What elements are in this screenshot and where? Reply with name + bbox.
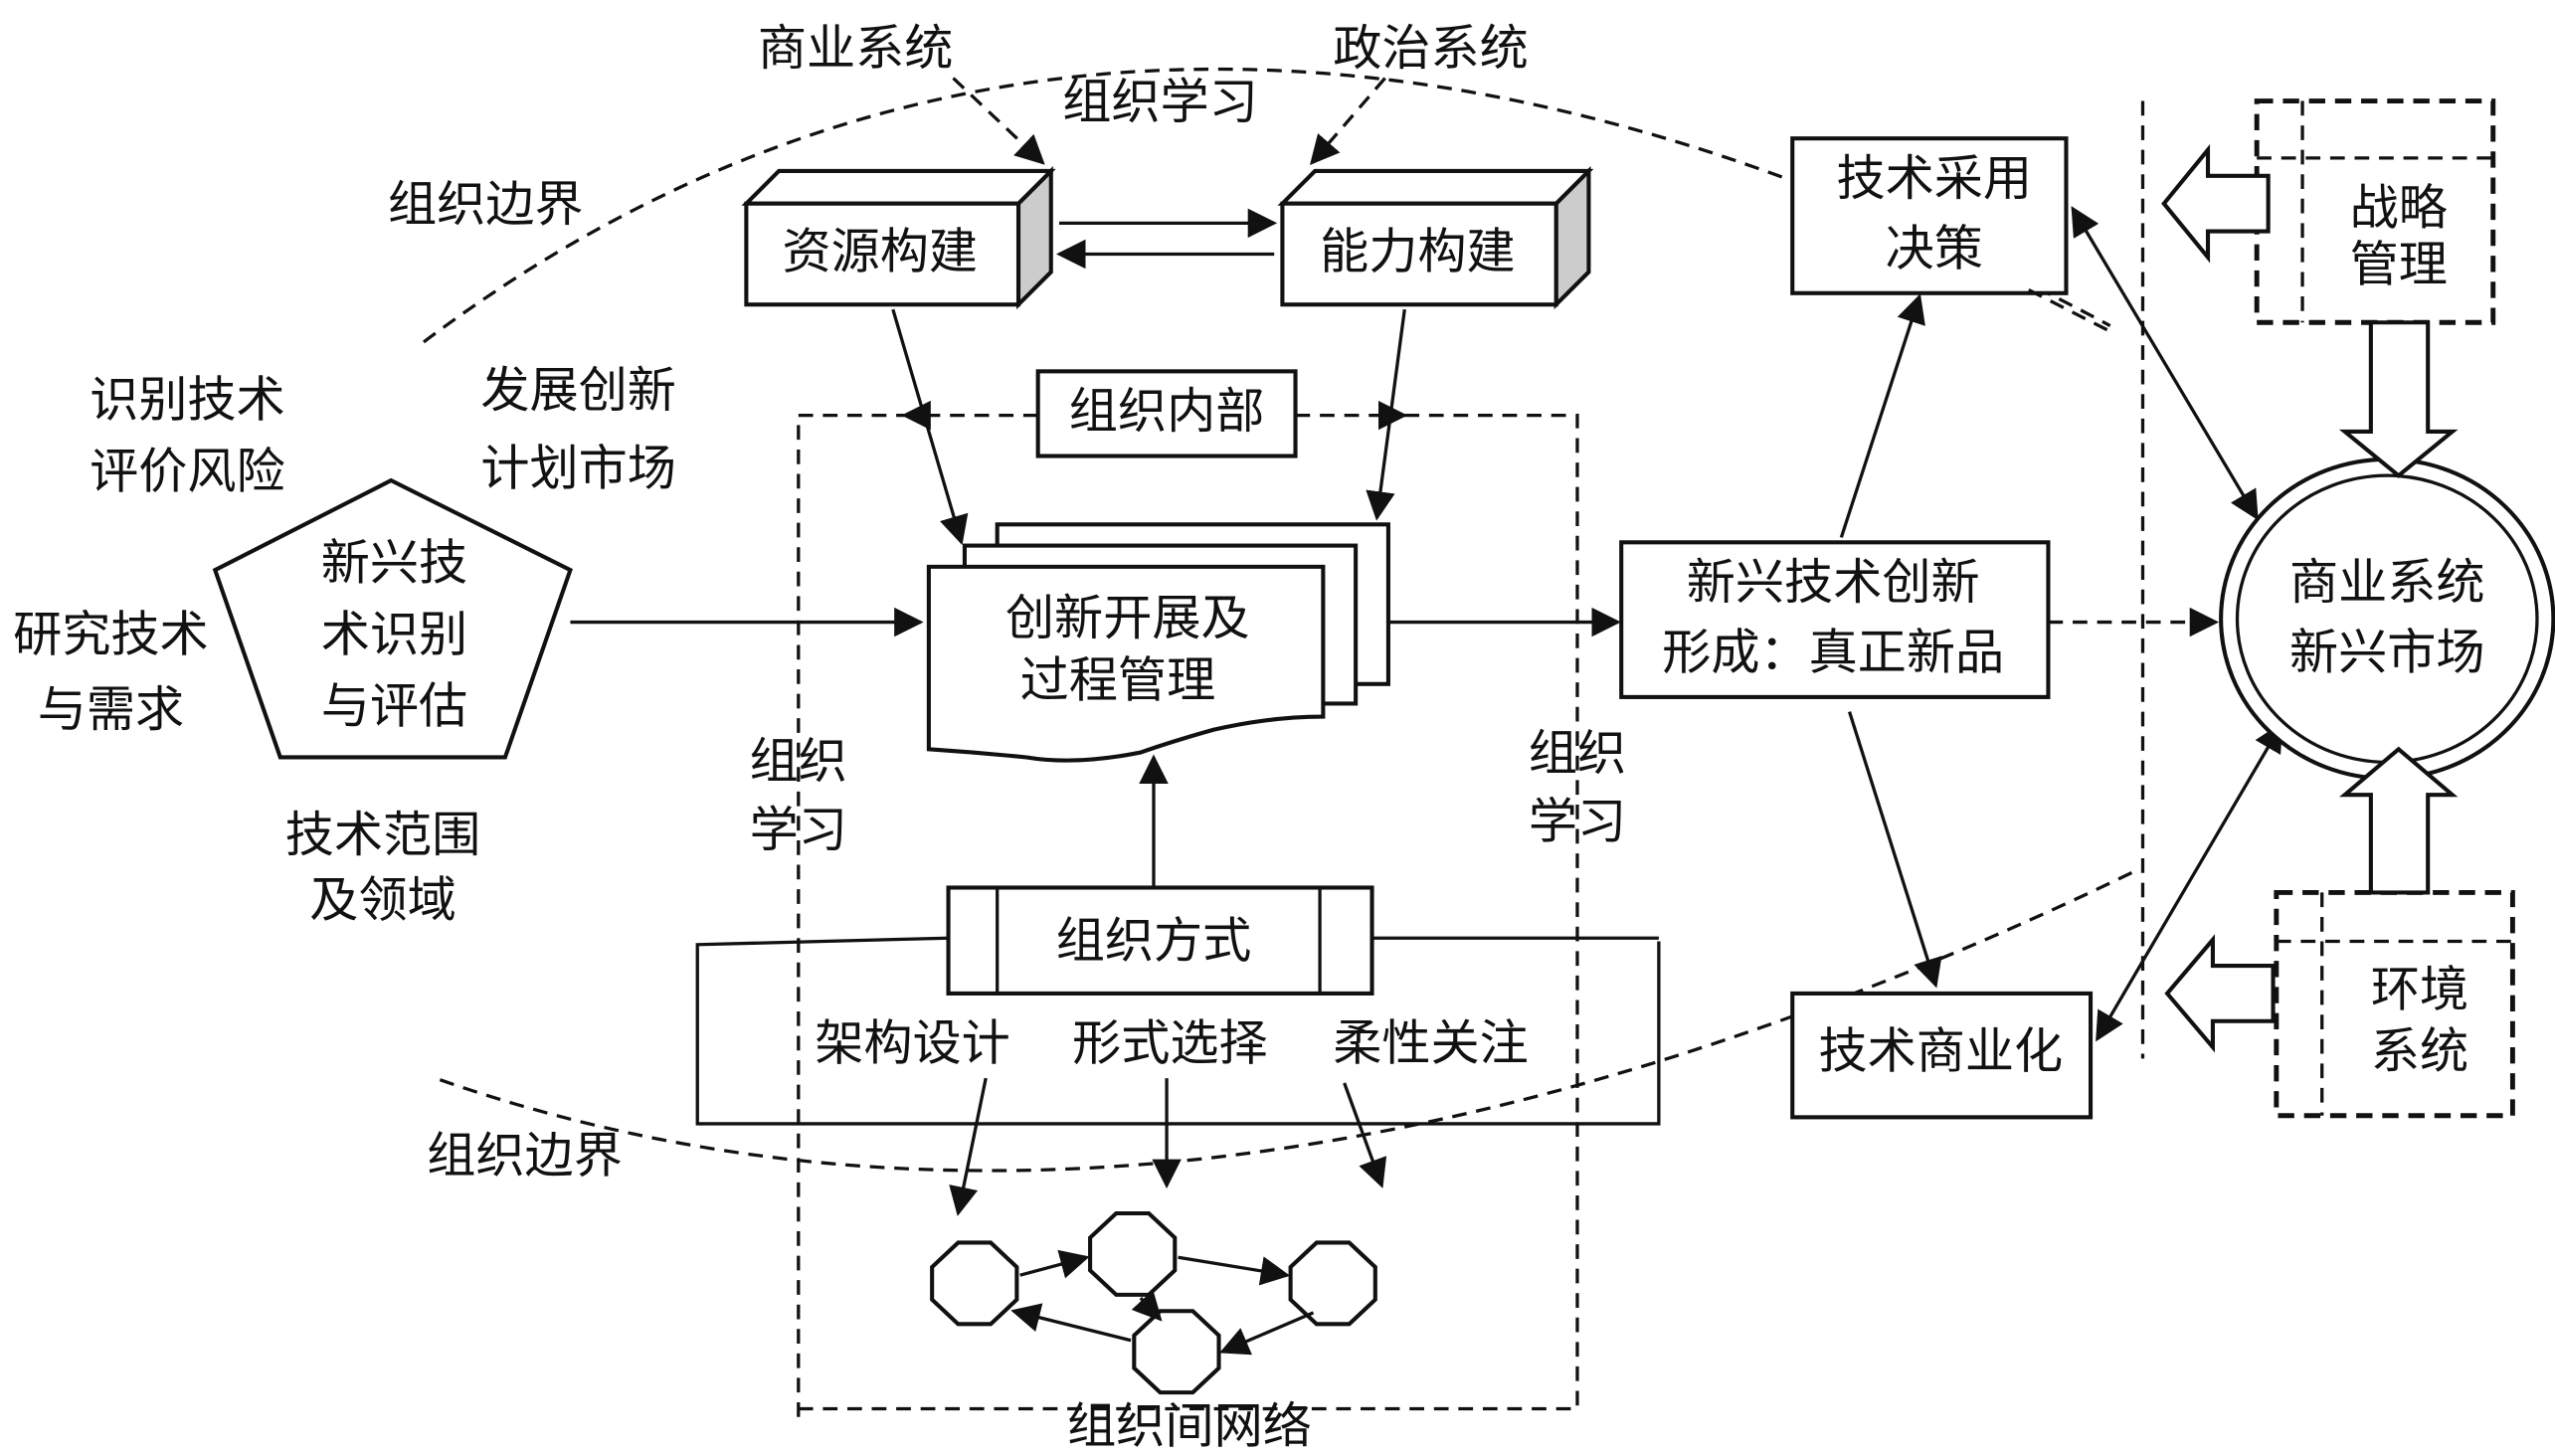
org-mode-bracket — [695, 936, 1661, 1126]
org-learning-top-label: 组织学习 — [1062, 73, 1258, 130]
market-label-1: 商业系统 — [2289, 553, 2485, 611]
commercialization-label: 技术商业化 — [1818, 1022, 2063, 1080]
emerging-innovation-label-2: 形成：真正新品 — [1662, 623, 2004, 680]
org-internal-box — [1035, 369, 1298, 458]
dashed-connector — [2028, 288, 2116, 336]
arrow — [1366, 308, 1406, 521]
arrow — [1343, 1082, 1387, 1188]
inter-org-network-label: 组织间网络 — [1067, 1396, 1312, 1454]
org-learning-left-1: 组织 — [750, 732, 847, 790]
strategic-label-1: 战略 — [2350, 178, 2448, 236]
strategic-label-2: 管理 — [2350, 236, 2448, 293]
org-learning-right-1: 组织 — [1529, 724, 1626, 782]
pentagon-label-1: 新兴技 — [321, 533, 467, 591]
and-domain-label: 及领域 — [309, 870, 456, 928]
environment-label-2: 系统 — [2371, 1022, 2468, 1080]
tech-scope-label: 技术范围 — [285, 806, 481, 863]
adoption-decision-label-1: 技术采用 — [1836, 149, 2032, 207]
block-arrow-down — [2338, 320, 2459, 478]
pentagon-label-3: 与评估 — [321, 676, 467, 734]
emerging-innovation-box — [1619, 540, 2051, 699]
flexibility-focus-label: 柔性关注 — [1333, 1013, 1529, 1071]
org-boundary-top-label: 组织边界 — [388, 175, 584, 233]
resource-building-label: 资源构建 — [782, 223, 978, 280]
org-mode-box: 组织方式 — [946, 885, 1374, 996]
adoption-decision-label-2: 决策 — [1886, 219, 1983, 276]
resource-building-box: 资源构建 — [741, 166, 1056, 310]
capability-building-label: 能力构建 — [1320, 223, 1516, 280]
and-demand-label: 与需求 — [38, 680, 184, 738]
develop-innovation-label: 发展创新 — [480, 361, 676, 419]
political-system-label: 政治系统 — [1333, 19, 1529, 77]
form-selection-label: 形式选择 — [1072, 1013, 1268, 1071]
arrow — [891, 308, 969, 546]
arrow — [2096, 722, 2283, 1042]
block-arrow-left-top — [2161, 143, 2271, 264]
innovation-process-label-1: 创新开展及 — [1005, 589, 1250, 646]
evaluate-risk-label: 评价风险 — [90, 443, 285, 500]
org-mode-label: 组织方式 — [1056, 911, 1252, 969]
plan-market-label: 计划市场 — [480, 439, 676, 496]
market-circle: 商业系统 新兴市场 — [2219, 456, 2555, 781]
tech-identification-pentagon — [212, 477, 573, 760]
emerging-innovation-label-1: 新兴技术创新 — [1687, 553, 1980, 611]
block-arrow-up — [2339, 746, 2459, 895]
arrow — [2071, 206, 2259, 521]
block-arrow-left-bottom — [2164, 934, 2276, 1053]
capability-building-box: 能力构建 — [1277, 166, 1594, 310]
inter-org-network — [930, 1210, 1377, 1395]
org-internal-region — [797, 413, 1579, 1417]
org-internal-label: 组织内部 — [1069, 382, 1265, 440]
pentagon-label-2: 术识别 — [321, 605, 467, 662]
network-node — [930, 1240, 1019, 1327]
network-node — [1088, 1210, 1178, 1297]
strategic-management-box: 战略 管理 — [2254, 98, 2496, 325]
org-learning-right-2: 学习 — [1529, 793, 1626, 850]
network-node — [1288, 1240, 1377, 1327]
arrow — [952, 77, 1045, 165]
arrow — [949, 1077, 988, 1216]
network-node — [1132, 1309, 1221, 1395]
business-system-label: 商业系统 — [758, 19, 954, 77]
market-label-2: 新兴市场 — [2289, 623, 2485, 680]
org-learning-left-2: 学习 — [750, 801, 847, 858]
arrow — [1309, 77, 1386, 165]
environment-label-1: 环境 — [2371, 960, 2468, 1017]
research-tech-label: 研究技术 — [13, 605, 209, 662]
innovation-process-label-2: 过程管理 — [1020, 650, 1216, 708]
arrow — [1839, 293, 1925, 538]
adoption-decision-box — [1790, 136, 2069, 295]
innovation-process-document: 创新开展及 过程管理 — [926, 522, 1390, 763]
arrow — [1848, 711, 1942, 989]
environment-system-box: 环境 系统 — [2274, 889, 2515, 1119]
commercialization-box — [1790, 991, 2094, 1120]
identify-tech-label: 识别技术 — [90, 371, 285, 429]
architecture-design-label: 架构设计 — [815, 1013, 1010, 1071]
org-boundary-bottom-label: 组织边界 — [427, 1126, 623, 1183]
